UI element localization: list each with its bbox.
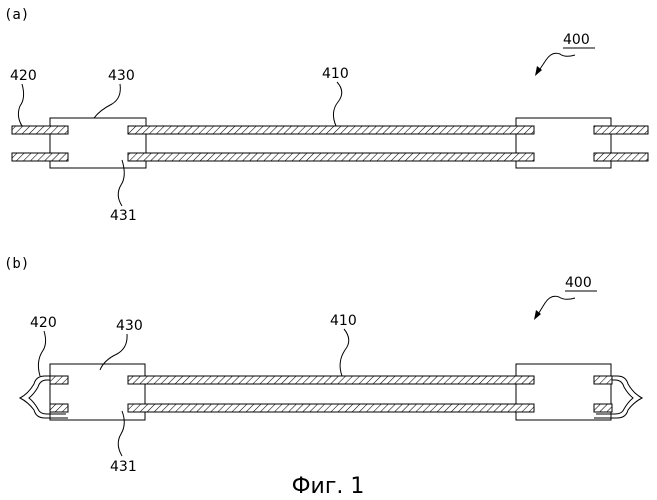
- leader-main-tube-b: [340, 329, 349, 376]
- panel-a: (a) 400 420 430 410 431: [4, 7, 648, 224]
- tube-lower-main-b: [128, 404, 534, 412]
- tube-upper-left-b: [50, 376, 68, 384]
- label-sleeve-gap-a: 431: [110, 208, 137, 224]
- label-sleeve-b: 430: [116, 318, 143, 334]
- figure-caption: Фиг. 1: [292, 474, 365, 499]
- leader-outer-tube-b: [38, 331, 45, 376]
- label-sleeve-gap-b: 431: [110, 459, 137, 475]
- tube-upper-main-b: [128, 376, 534, 384]
- leader-main-tube-a: [333, 82, 341, 126]
- tube-upper-right-b: [594, 376, 612, 384]
- assembly-leader-a: [538, 53, 575, 72]
- leader-outer-tube-a: [18, 84, 23, 126]
- assembly-number-b: 400: [565, 275, 592, 291]
- assembly-label-b: 400: [534, 275, 597, 320]
- panel-b: (b) 400 420 430 410 431: [4, 256, 642, 475]
- tube-lower-right-b: [594, 404, 612, 412]
- tube-upper-main-a: [128, 126, 534, 134]
- tube-upper-left-a: [12, 126, 68, 134]
- tube-upper-right-a: [594, 126, 648, 134]
- panel-b-tag: (b): [4, 256, 29, 272]
- tube-lower-right-a: [594, 153, 648, 161]
- label-main-tube-a: 410: [322, 66, 349, 82]
- leader-sleeve-a: [94, 84, 120, 118]
- assembly-label-a: 400: [535, 32, 595, 76]
- assembly-leader-b: [537, 296, 575, 316]
- label-outer-tube-b: 420: [30, 315, 57, 331]
- tube-lower-left-b: [50, 404, 68, 412]
- tube-lower-left-a: [12, 153, 68, 161]
- label-sleeve-a: 430: [108, 68, 135, 84]
- label-main-tube-b: 410: [330, 313, 357, 329]
- assembly-number-a: 400: [563, 32, 590, 48]
- tube-lower-main-a: [128, 153, 534, 161]
- label-outer-tube-a: 420: [10, 68, 37, 84]
- panel-a-tag: (a): [4, 7, 29, 23]
